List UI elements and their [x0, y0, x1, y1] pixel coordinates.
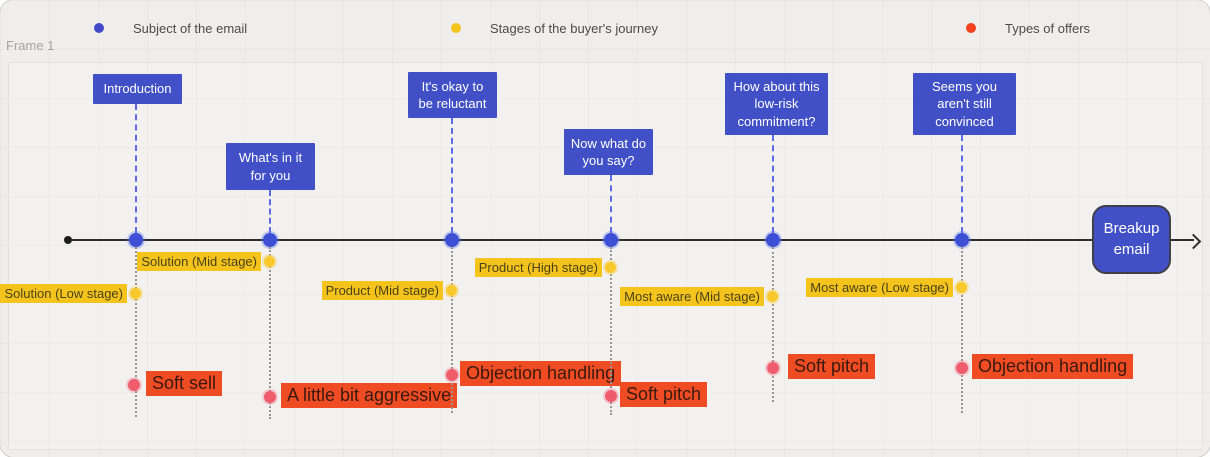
- stage-label[interactable]: Product (High stage): [474, 258, 602, 277]
- subject-label: Now what do you say?: [570, 135, 647, 168]
- breakup-email-label: Breakup email: [1103, 220, 1160, 258]
- offers-legend-dot-icon: [966, 23, 976, 33]
- subject-label: What's in it for you: [238, 150, 303, 183]
- offer-label[interactable]: Objection handling: [972, 354, 1134, 379]
- connector-dashed-blue: [135, 104, 137, 233]
- subject-label: How about this low-risk commitment?: [733, 79, 820, 129]
- stage-label[interactable]: Most aware (Low stage): [806, 278, 953, 297]
- timeline-node[interactable]: [263, 233, 277, 247]
- legend-label: Stages of the buyer's journey: [490, 20, 658, 36]
- timeline-node[interactable]: [766, 233, 780, 247]
- stage-label[interactable]: Product (Mid stage): [321, 281, 443, 300]
- stage-dot: [264, 256, 275, 267]
- subject-label: Seems you aren't still convinced: [931, 79, 998, 129]
- offer-dot: [264, 391, 276, 403]
- offer-label[interactable]: Soft pitch: [620, 382, 708, 407]
- connector-dotted-gray: [772, 247, 774, 402]
- legend-item-subject[interactable]: Subject of the email: [94, 20, 247, 36]
- subject-box[interactable]: How about this low-risk commitment?: [725, 73, 828, 135]
- stage-dot: [767, 291, 778, 302]
- stage-label[interactable]: Solution (Low stage): [0, 284, 127, 303]
- stage-dot: [956, 282, 967, 293]
- stage-dot: [446, 285, 457, 296]
- timeline-node[interactable]: [445, 233, 459, 247]
- subject-label: It's okay to be reluctant: [418, 78, 487, 111]
- connector-dashed-blue: [451, 118, 453, 233]
- breakup-email-box[interactable]: Breakup email: [1092, 205, 1171, 274]
- subject-box[interactable]: Introduction: [93, 74, 182, 104]
- connector-dashed-blue: [772, 135, 774, 233]
- timeline-start-dot: [64, 236, 72, 244]
- connector-dashed-blue: [961, 135, 963, 233]
- frame-title[interactable]: Frame 1: [6, 38, 55, 53]
- offer-dot: [956, 362, 968, 374]
- legend-label: Subject of the email: [133, 20, 248, 36]
- connector-dotted-gray: [961, 247, 963, 413]
- timeline-node[interactable]: [604, 233, 618, 247]
- connector-dashed-blue: [610, 175, 612, 233]
- connector-dotted-gray: [269, 247, 271, 419]
- offer-dot: [446, 369, 458, 381]
- offer-dot: [605, 390, 617, 402]
- offer-label[interactable]: Objection handling: [460, 361, 622, 386]
- offer-label[interactable]: Soft sell: [146, 371, 223, 396]
- legend-item-offers[interactable]: Types of offers: [966, 20, 1090, 36]
- subject-box[interactable]: It's okay to be reluctant: [408, 72, 497, 118]
- offer-dot: [767, 362, 779, 374]
- subject-label: Introduction: [103, 81, 172, 97]
- stages-legend-dot-icon: [451, 23, 461, 33]
- connector-dashed-blue: [269, 190, 271, 233]
- stage-dot: [130, 288, 141, 299]
- subject-box[interactable]: What's in it for you: [226, 143, 315, 190]
- legend-item-stages[interactable]: Stages of the buyer's journey: [451, 20, 658, 36]
- stage-label[interactable]: Solution (Mid stage): [137, 252, 261, 271]
- offer-label[interactable]: A little bit aggressive: [281, 383, 458, 408]
- connector-dotted-gray: [610, 247, 612, 415]
- legend-label: Types of offers: [1005, 20, 1091, 36]
- subject-box[interactable]: Seems you aren't still convinced: [913, 73, 1016, 135]
- timeline-axis: [68, 239, 1194, 241]
- offer-dot: [128, 379, 140, 391]
- offer-label[interactable]: Soft pitch: [788, 354, 876, 379]
- connector-dotted-gray: [451, 247, 453, 413]
- subject-box[interactable]: Now what do you say?: [564, 129, 653, 175]
- stage-label[interactable]: Most aware (Mid stage): [620, 287, 764, 306]
- connector-dotted-gray: [135, 247, 137, 417]
- timeline-node[interactable]: [955, 233, 969, 247]
- stage-dot: [605, 262, 616, 273]
- subject-legend-dot-icon: [94, 23, 104, 33]
- timeline-node[interactable]: [129, 233, 143, 247]
